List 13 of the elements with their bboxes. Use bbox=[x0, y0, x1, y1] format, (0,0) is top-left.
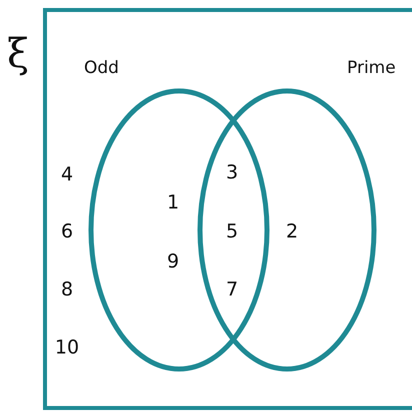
set-label: Prime bbox=[347, 60, 396, 77]
set-element-number: 8 bbox=[60, 280, 74, 300]
set-element-number: 10 bbox=[54, 338, 80, 358]
set-element-number: 1 bbox=[166, 194, 180, 212]
set-label: Odd bbox=[84, 60, 119, 77]
universal-set-symbol: ξ bbox=[7, 34, 30, 74]
set-element-number: 3 bbox=[226, 164, 238, 182]
set-element-number: 7 bbox=[226, 280, 238, 300]
set-element-number: 2 bbox=[286, 222, 298, 242]
set-element-number: 5 bbox=[226, 222, 238, 242]
set-element-number: 6 bbox=[60, 222, 74, 242]
set-element-number: 4 bbox=[60, 166, 74, 184]
set-element-number: 9 bbox=[166, 252, 180, 272]
